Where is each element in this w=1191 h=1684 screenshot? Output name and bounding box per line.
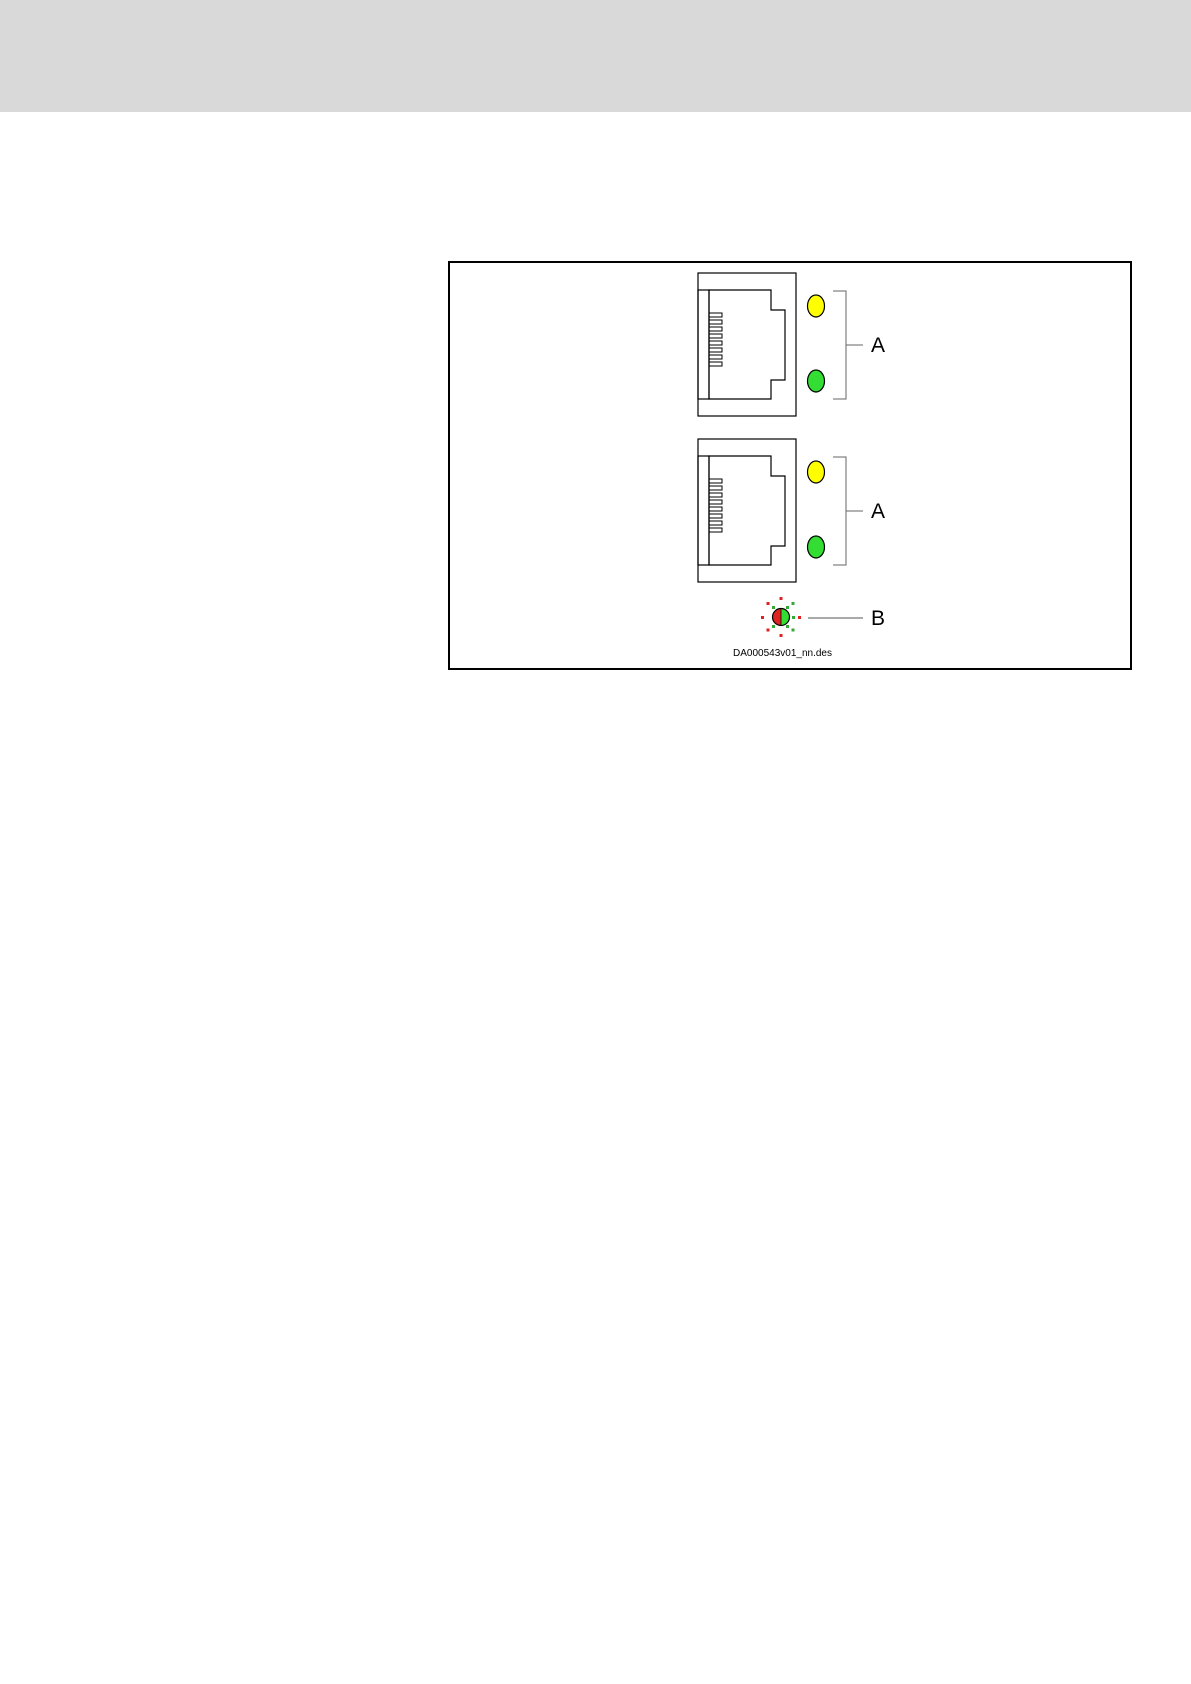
callout-label-a-bottom: A (871, 500, 885, 523)
bracket-bottom (833, 457, 863, 565)
green-led-icon (808, 370, 825, 392)
page-header-band (0, 0, 1191, 112)
green-led-icon (808, 536, 825, 558)
led-diagram-svg: A A (450, 263, 1130, 668)
yellow-led-icon (808, 295, 825, 317)
yellow-led-icon (808, 461, 825, 483)
blinking-red-green-led-icon (761, 597, 801, 637)
rj45-port-icon (698, 273, 796, 416)
led-diagram-figure: A A (448, 261, 1132, 670)
bracket-top (833, 291, 863, 399)
rj45-port-icon (698, 439, 796, 582)
callout-label-b: B (871, 607, 885, 630)
callout-label-a-top: A (871, 334, 885, 357)
figure-id: DA000543v01_nn.des (733, 648, 832, 659)
